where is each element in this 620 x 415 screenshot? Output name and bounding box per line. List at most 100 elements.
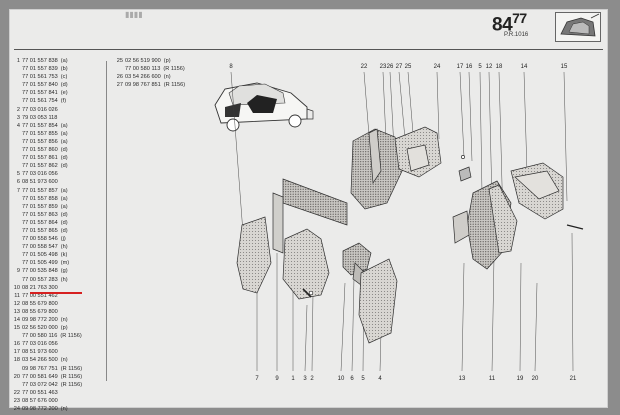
callout-number: 7 bbox=[255, 376, 259, 382]
callout-number: 16 bbox=[466, 64, 473, 70]
callout-number: 14 bbox=[521, 64, 528, 70]
part-code: 77 03 016 056 bbox=[22, 341, 58, 348]
faded-stamp: ▮▮▮▮ bbox=[125, 10, 143, 19]
part-index: 22 bbox=[13, 389, 20, 396]
part-index: 12 bbox=[13, 300, 20, 307]
part-suffix: (R 1156) bbox=[60, 381, 83, 388]
callout-number: 19 bbox=[517, 376, 524, 382]
part-code: 77 00 551 463 bbox=[22, 389, 58, 396]
callout-number: 15 bbox=[561, 64, 568, 70]
part-index: 3 bbox=[16, 114, 20, 121]
part-code: 77 01 557 863 bbox=[22, 211, 58, 218]
part-row: 77 01 557 865(d) bbox=[12, 227, 82, 235]
part-code: 77 01 557 860 bbox=[22, 147, 58, 154]
part-index: 17 bbox=[13, 349, 20, 356]
part-row: 77 01 557 859(a) bbox=[12, 203, 82, 211]
part-row: 77 01 557 841(e) bbox=[12, 89, 82, 97]
part-index: 18 bbox=[13, 357, 20, 364]
part-index: 26 bbox=[116, 74, 123, 81]
part-suffix: (a) bbox=[60, 138, 68, 145]
part-row: 09 98 767 751(R 1156) bbox=[12, 365, 82, 373]
part-suffix: (n) bbox=[163, 74, 171, 81]
callout-number: 11 bbox=[489, 376, 496, 382]
part-code: 77 01 557 858 bbox=[22, 195, 58, 202]
part-index: 23 bbox=[13, 397, 20, 404]
part-suffix: (R 1156) bbox=[60, 365, 83, 372]
part-row: 77 00 558 546(j) bbox=[12, 235, 82, 243]
part-suffix: (d) bbox=[60, 147, 68, 154]
part-code: 77 01 557 839 bbox=[22, 66, 58, 73]
part-index: 7 bbox=[16, 187, 20, 194]
part-index: 25 bbox=[116, 58, 123, 64]
part-suffix: (h) bbox=[60, 276, 68, 283]
part-row: 77 00 557 283(h) bbox=[12, 276, 82, 284]
part-row: 77 00 580 113(R 1156) bbox=[115, 65, 185, 73]
part-code: 77 00 581 649 bbox=[22, 373, 58, 380]
part-row: 77 01 557 839(b) bbox=[12, 65, 82, 73]
part-row: 77 01 557 863(d) bbox=[12, 211, 82, 219]
part-code: 77 00 535 848 bbox=[22, 268, 58, 275]
header-rule bbox=[14, 49, 603, 50]
part-row: 77 01 557 840(d) bbox=[12, 81, 82, 89]
part-code: 09 98 767 851 bbox=[125, 82, 161, 89]
part-code: 77 00 580 113 bbox=[125, 66, 161, 73]
part-code: 08 55 679 800 bbox=[22, 300, 58, 307]
part-code: 77 03 072 042 bbox=[22, 381, 58, 388]
part-row: 77 01 505 499(m) bbox=[12, 259, 82, 267]
part-index: 1 bbox=[16, 58, 20, 64]
part-code: 77 01 557 865 bbox=[22, 227, 58, 234]
part-index: 20 bbox=[13, 373, 20, 380]
part-index: 9 bbox=[16, 268, 20, 275]
part-code: 02 56 519 900 bbox=[125, 58, 161, 64]
callout-number: 4 bbox=[378, 376, 382, 382]
leader-lines bbox=[230, 71, 574, 372]
part-row: 77 03 072 042(R 1156) bbox=[12, 381, 82, 389]
part-suffix: (d) bbox=[60, 163, 68, 170]
part-suffix: (a) bbox=[60, 130, 68, 137]
page-number: 8477 bbox=[492, 10, 527, 36]
part-suffix: (R 1156) bbox=[60, 373, 83, 380]
part-code: 09 98 772 200 bbox=[22, 406, 58, 413]
part-code: 77 00 558 546 bbox=[22, 236, 58, 243]
part-index: 15 bbox=[13, 325, 20, 332]
part-suffix: (j) bbox=[60, 236, 66, 243]
part-suffix: (p) bbox=[60, 325, 68, 332]
part-row: 77 01 557 861(d) bbox=[12, 154, 82, 162]
callout-number: 25 bbox=[405, 64, 412, 70]
part-code: 03 54 266 500 bbox=[22, 357, 58, 364]
part-index: 5 bbox=[16, 171, 20, 178]
part-suffix: (n) bbox=[60, 317, 68, 323]
callout-number: 8 bbox=[229, 64, 233, 70]
part-row: 77 01 557 856(a) bbox=[12, 138, 82, 146]
callout-number: 20 bbox=[532, 376, 539, 382]
part-code: 77 01 557 838 bbox=[22, 58, 58, 64]
part-code: 77 01 505 498 bbox=[22, 252, 58, 259]
part-code: 77 00 580 116 bbox=[22, 333, 58, 340]
part-index: 2 bbox=[16, 106, 20, 113]
part-suffix: (n) bbox=[60, 357, 68, 364]
callout-number: 3 bbox=[303, 376, 307, 382]
part-index: 14 bbox=[13, 317, 20, 323]
callout-number: 5 bbox=[361, 376, 365, 382]
part-row: 77 01 505 498(k) bbox=[12, 251, 82, 259]
callout-number: 24 bbox=[434, 64, 441, 70]
